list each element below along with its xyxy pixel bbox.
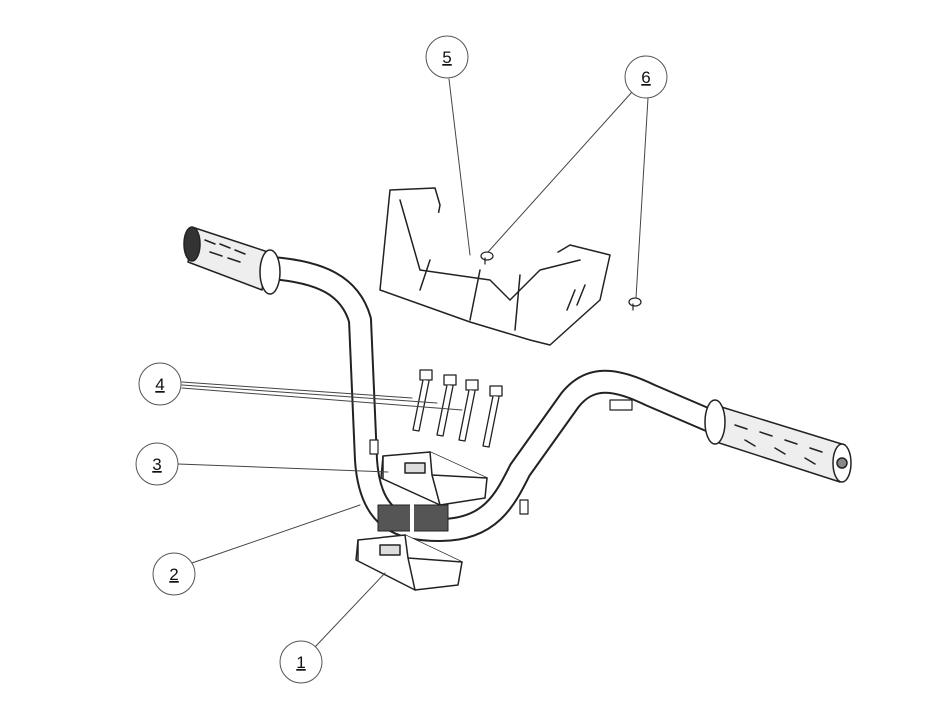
callout-label: 4 <box>155 375 164 394</box>
callout-label: 6 <box>641 68 650 87</box>
callout-label: 3 <box>152 455 161 474</box>
right-grip <box>704 399 852 483</box>
handlebar-cover <box>379 187 611 346</box>
callout-6[interactable]: 6 <box>624 55 668 99</box>
callout-label: 5 <box>442 48 451 67</box>
callout-label: 2 <box>169 565 178 584</box>
left-grip <box>183 226 281 295</box>
leader-lines <box>177 78 649 648</box>
upper-clamp <box>380 451 488 506</box>
screws <box>480 251 642 311</box>
callout-5[interactable]: 5 <box>425 35 469 79</box>
callout-3[interactable]: 3 <box>135 442 179 486</box>
callout-label: 1 <box>296 653 305 672</box>
bolts <box>412 369 503 448</box>
callout-2[interactable]: 2 <box>152 552 196 596</box>
lower-clamp <box>355 534 463 591</box>
callout-4[interactable]: 4 <box>138 362 182 406</box>
callout-1[interactable]: 1 <box>279 640 323 684</box>
